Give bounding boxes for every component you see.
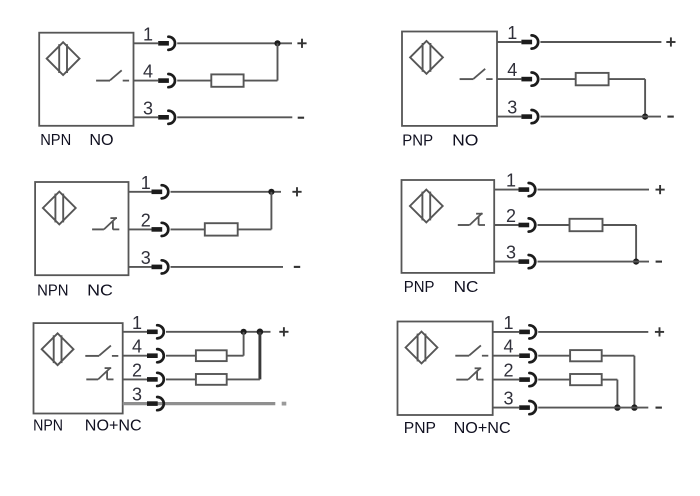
svg-text:NO+NC: NO+NC (454, 420, 511, 437)
svg-text:NO: NO (452, 133, 478, 150)
svg-text:PNP: PNP (404, 420, 436, 437)
svg-text:2: 2 (141, 210, 151, 230)
svg-text:1: 1 (141, 173, 151, 193)
svg-text:3: 3 (143, 98, 153, 118)
svg-text:3: 3 (506, 243, 516, 263)
svg-text:NO+NC: NO+NC (85, 417, 142, 434)
svg-text:4: 4 (143, 62, 153, 82)
svg-text:NO: NO (89, 132, 113, 149)
svg-text:NC: NC (87, 282, 113, 299)
svg-text:PNP: PNP (404, 279, 435, 296)
svg-text:3: 3 (141, 248, 151, 268)
svg-text:2: 2 (503, 361, 513, 381)
svg-text:1: 1 (503, 313, 513, 333)
svg-text:NPN: NPN (33, 417, 63, 434)
svg-text:4: 4 (132, 337, 142, 357)
svg-text:3: 3 (132, 385, 142, 405)
svg-text:1: 1 (506, 171, 516, 191)
svg-text:1: 1 (143, 24, 153, 44)
svg-text:1: 1 (132, 313, 142, 333)
svg-text:NC: NC (454, 279, 479, 296)
svg-text:1: 1 (507, 23, 517, 43)
svg-text:4: 4 (503, 337, 513, 357)
svg-text:3: 3 (507, 98, 517, 118)
svg-text:3: 3 (503, 389, 513, 409)
svg-text:2: 2 (132, 360, 142, 380)
svg-text:4: 4 (507, 60, 517, 80)
svg-text:2: 2 (506, 206, 516, 226)
svg-text:NPN: NPN (40, 132, 71, 149)
svg-text:PNP: PNP (402, 133, 433, 150)
svg-text:NPN: NPN (37, 282, 68, 299)
